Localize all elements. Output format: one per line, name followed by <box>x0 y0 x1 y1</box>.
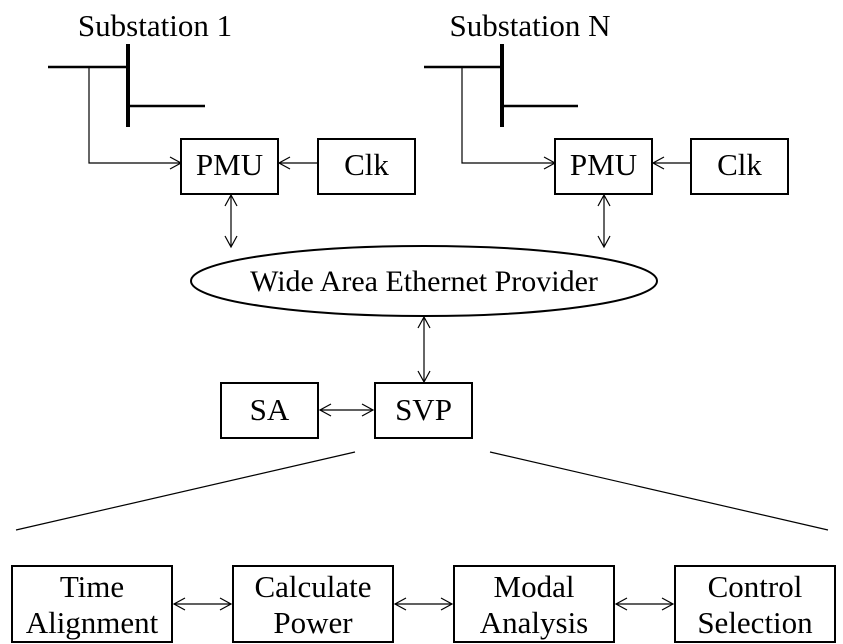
substation-1-pmu-link-up-arrowhead <box>224 193 238 207</box>
pipeline-box-2-line2: Power <box>273 605 353 640</box>
network-svp-up-arrowhead <box>417 315 431 329</box>
center-nodes: SA SVP <box>220 382 473 439</box>
pipeline-box-3-line2: Analysis <box>480 605 589 640</box>
substation-1-pmu-label: PMU <box>196 147 263 182</box>
substation-n-measurement-line <box>461 67 554 164</box>
substation-n-pmu-link-down-arrowhead <box>597 235 611 249</box>
pipeline-box-3-line1: Modal <box>494 569 575 604</box>
substation-n-pmu-label: PMU <box>570 147 637 182</box>
pipeline-link-3-right-arrowhead <box>661 597 675 611</box>
substation-1-title: Substation 1 <box>78 8 232 43</box>
expansion-line-left <box>15 451 356 531</box>
pipeline-link-2-right-arrowhead <box>440 597 454 611</box>
pipeline-link-1-left-arrowhead <box>172 597 186 611</box>
pipeline-box-modal-analysis <box>453 565 615 643</box>
pipeline-box-calculate-power <box>232 565 394 643</box>
sa-svp-left-arrowhead <box>318 403 332 417</box>
sa-box <box>220 382 319 439</box>
substation-n-clk-label: Clk <box>717 147 762 182</box>
network: Wide Area Ethernet Provider <box>190 245 658 317</box>
pipeline-link-3-left-arrowhead <box>614 597 628 611</box>
pipeline-box-2-line1: Calculate <box>254 569 371 604</box>
svp-box <box>374 382 473 439</box>
substation-n-pmu-box <box>554 138 653 195</box>
substation-1-clk-arrowhead <box>277 156 291 170</box>
pipeline-box-1-line1: Time <box>60 569 124 604</box>
substation-n-title: Substation N <box>449 8 610 43</box>
substation-1: Substation 1 PMU Clk <box>48 8 416 249</box>
substation-1-clk-box <box>317 138 416 195</box>
sa-label: SA <box>250 392 290 427</box>
substation-1-measurement-line <box>88 67 180 164</box>
pipeline-box-4-line2: Selection <box>697 605 813 640</box>
pipeline-link-1-right-arrowhead <box>219 597 233 611</box>
substation-n-pmu-link-up-arrowhead <box>597 193 611 207</box>
substation-1-pmu-box <box>180 138 279 195</box>
substation-n-clk-box <box>690 138 789 195</box>
network-label: Wide Area Ethernet Provider <box>250 265 598 298</box>
substation-1-clk-label: Clk <box>344 147 389 182</box>
svp-label: SVP <box>395 392 452 427</box>
pipeline: Time Alignment Calculate Power Modal Ana… <box>11 565 836 643</box>
substation-n-clk-arrowhead <box>651 156 665 170</box>
pipeline-box-4-line1: Control <box>708 569 803 604</box>
substation-1-pmu-link-down-arrowhead <box>224 235 238 249</box>
substation-n: Substation N PMU Clk <box>424 8 789 249</box>
pipeline-box-time-alignment <box>11 565 173 643</box>
pipeline-box-1-line2: Alignment <box>26 605 159 640</box>
pipeline-box-control-selection <box>674 565 836 643</box>
sa-svp-right-arrowhead <box>361 403 375 417</box>
pipeline-link-2-left-arrowhead <box>393 597 407 611</box>
expansion-line-right <box>489 451 829 531</box>
